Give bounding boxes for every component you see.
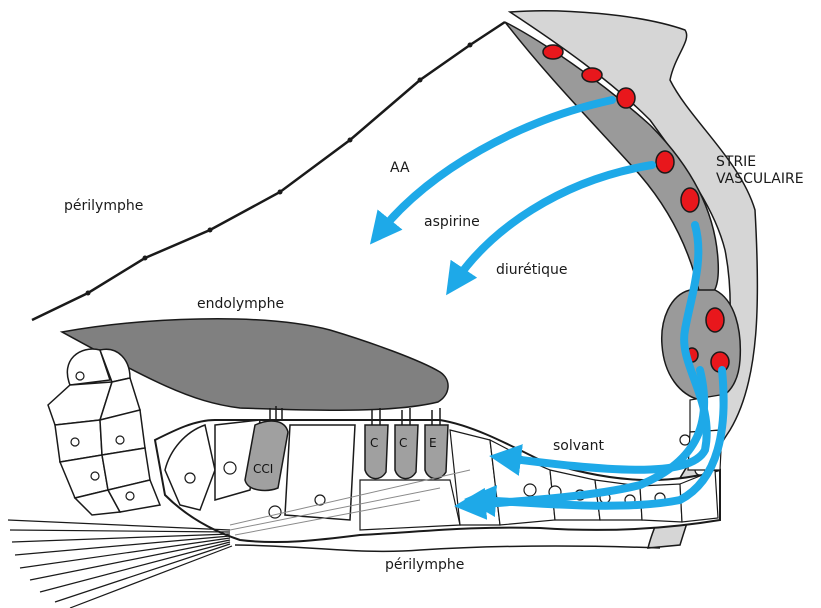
aspirin-label: aspirine <box>424 214 480 231</box>
cci-label: CCI <box>253 462 273 476</box>
perilymph-top-label: périlymphe <box>64 198 143 215</box>
cce-label-1: C <box>370 436 378 450</box>
stria-label-line2: VASCULAIRE <box>716 171 804 188</box>
reissner-membrane <box>32 22 505 320</box>
endolymph-label: endolymphe <box>197 296 284 313</box>
aa-label: AA <box>390 160 410 177</box>
basilar-bottom <box>235 545 660 551</box>
diuretic-label: diurétique <box>496 262 567 279</box>
arrow-aa <box>380 100 612 232</box>
cce-label-2: C <box>399 436 407 450</box>
nerve-fibers <box>8 520 232 608</box>
solvent-label: solvant <box>553 438 604 455</box>
membrane-dots <box>86 43 473 296</box>
stria-label-line1: STRIE <box>716 154 756 171</box>
cce-label-3: E <box>429 436 437 450</box>
perilymph-bottom-label: périlymphe <box>385 557 464 574</box>
